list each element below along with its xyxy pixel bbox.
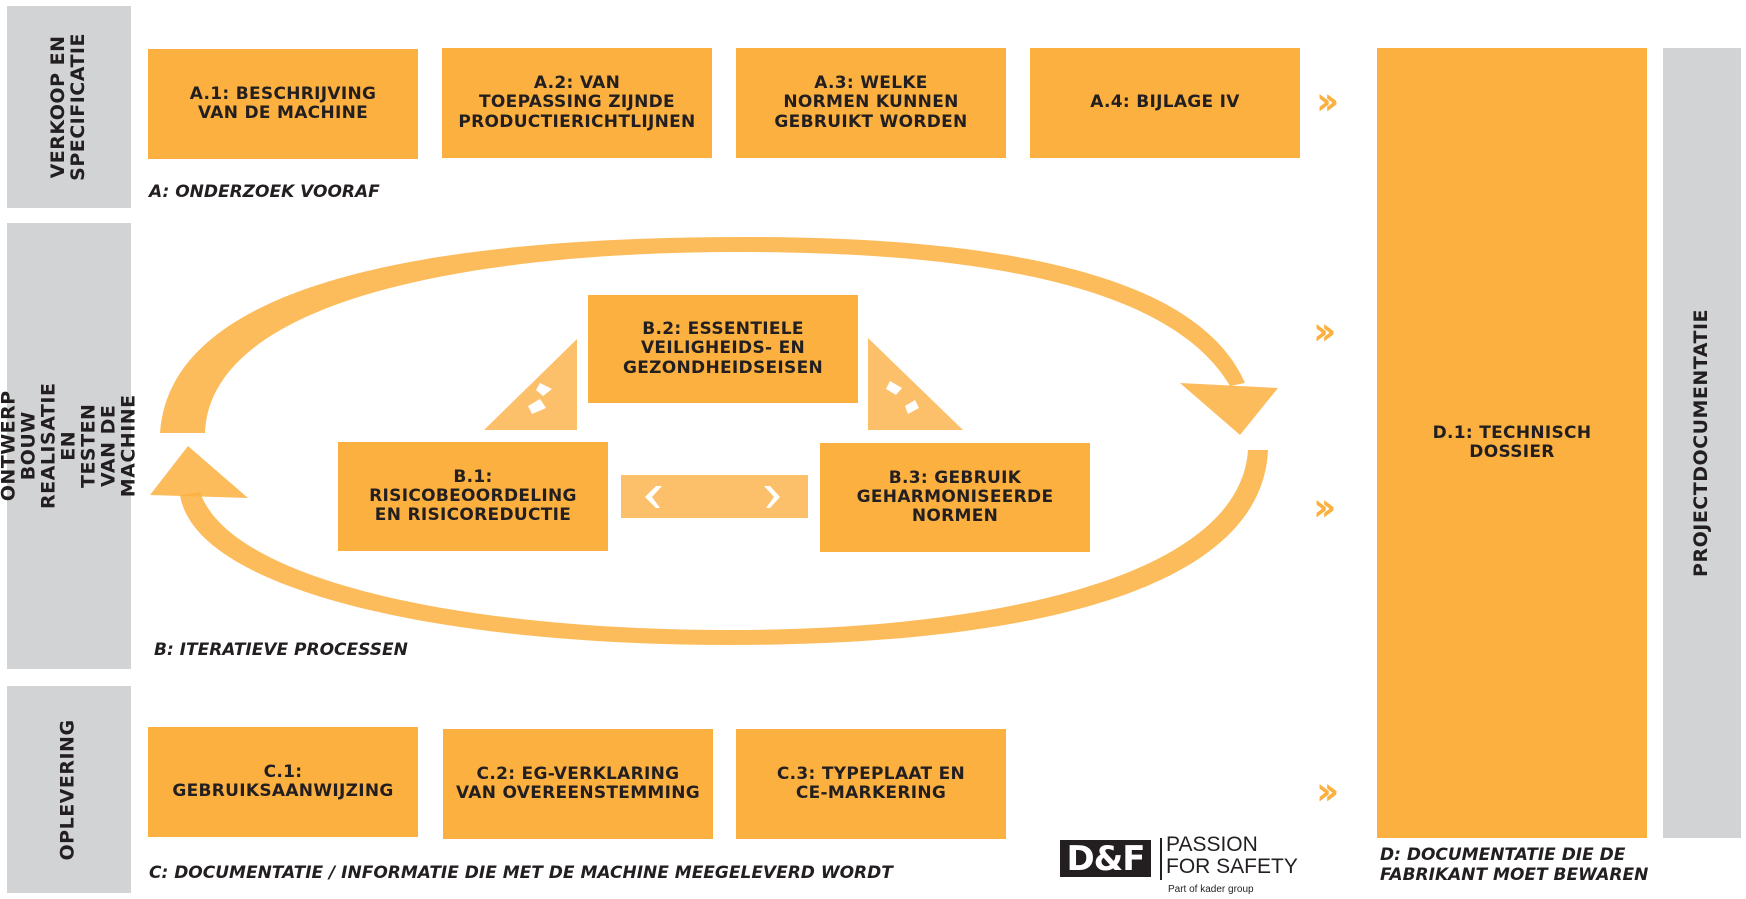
- sidebar-oplevering: OPLEVERING: [7, 686, 131, 893]
- box-a1: A.1: BESCHRIJVING VAN DE MACHINE: [148, 49, 418, 159]
- sidebar-verkoop-specificatie: VERKOOP EN SPECIFICATIE: [7, 6, 131, 208]
- cycle-arrowhead-right: [1180, 383, 1278, 435]
- logo-subline: Part of kader group: [1168, 884, 1254, 895]
- flow-arrow-b-bottom: ››: [1313, 485, 1337, 529]
- box-b2: B.2: ESSENTIELE VEILIGHEIDS- EN GEZONDHE…: [588, 295, 858, 403]
- box-a4: A.4: BIJLAGE IV: [1030, 48, 1300, 158]
- flow-arrow-b-top: ››: [1313, 309, 1337, 353]
- caption-section-d: D: DOCUMENTATIE DIE DE FABRIKANT MOET BE…: [1380, 845, 1649, 885]
- df-logo: D&F: [1060, 839, 1151, 879]
- box-b1: B.1: RISICOBEOORDELING EN RISICOREDUCTIE: [338, 442, 608, 551]
- box-a2: A.2: VAN TOEPASSING ZIJNDE PRODUCTIERICH…: [442, 48, 712, 158]
- sidebar-ontwerp-bouw: ONTWERP BOUW REALISATIE EN TESTEN VAN DE…: [0, 223, 139, 669]
- box-c1: C.1: GEBRUIKSAANWIJZING: [148, 727, 418, 837]
- flow-arrow-a: ››: [1316, 79, 1340, 123]
- sidebar-projectdocumentatie: PROJECTDOCUMENTATIE: [1663, 48, 1741, 838]
- logo-tagline: PASSION FOR SAFETY: [1166, 833, 1298, 879]
- box-d1: D.1: TECHNISCH DOSSIER: [1377, 48, 1647, 838]
- cycle-arrowhead-left: [150, 446, 248, 498]
- flow-arrow-c: ››: [1316, 769, 1340, 813]
- box-b3: B.3: GEBRUIK GEHARMONISEERDE NORMEN: [820, 443, 1090, 552]
- caption-section-b: B: ITERATIEVE PROCESSEN: [154, 640, 408, 660]
- box-c3: C.3: TYPEPLAAT EN CE-MARKERING: [736, 729, 1006, 839]
- caption-section-c: C: DOCUMENTATIE / INFORMATIE DIE MET DE …: [149, 863, 893, 883]
- box-c2: C.2: EG-VERKLARING VAN OVEREENSTEMMING: [443, 729, 713, 839]
- logo-divider: [1160, 838, 1162, 880]
- connector-b1-b2: [484, 339, 577, 430]
- connector-b2-b3: [868, 338, 963, 430]
- box-a3: A.3: WELKE NORMEN KUNNEN GEBRUIKT WORDEN: [736, 48, 1006, 158]
- swap-icon: [528, 381, 919, 508]
- caption-section-a: A: ONDERZOEK VOORAF: [149, 182, 380, 202]
